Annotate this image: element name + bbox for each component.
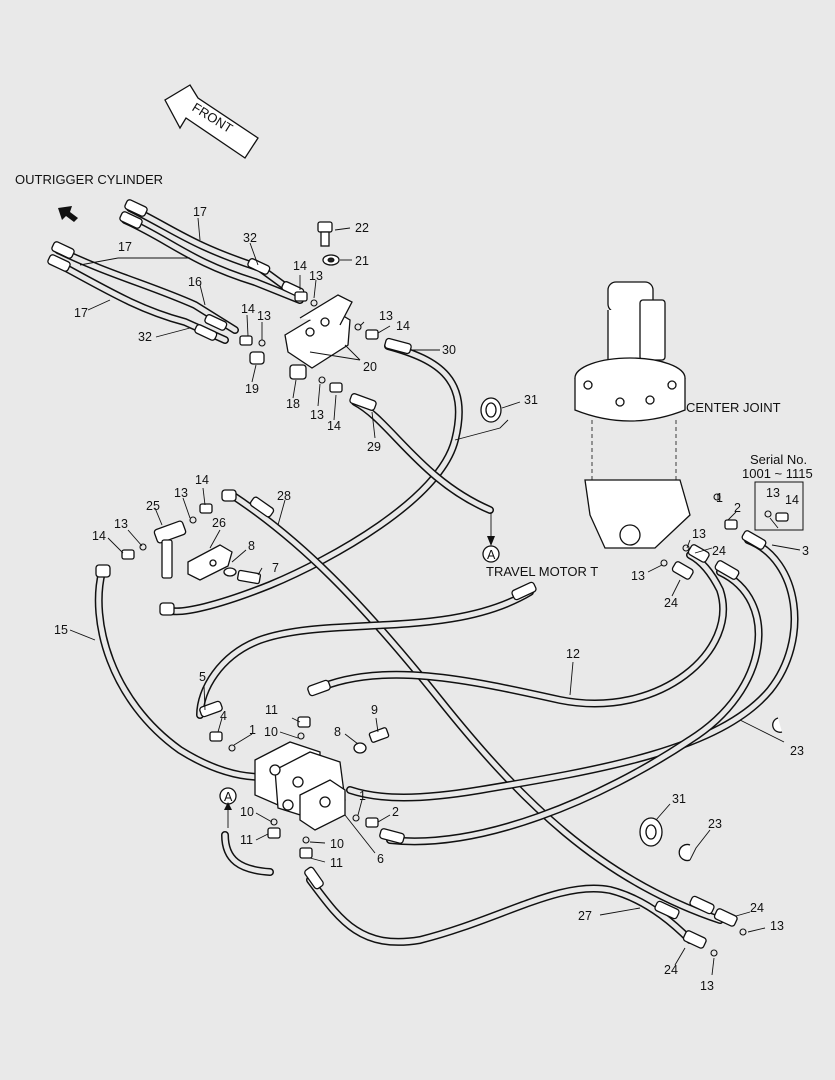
serial-range: 1001 ~ 1115 xyxy=(742,466,813,481)
callout: 9 xyxy=(371,703,378,717)
callout: 14 xyxy=(241,302,255,316)
clip-23-lower xyxy=(678,843,691,862)
callout: 11 xyxy=(330,856,343,870)
callout: 20 xyxy=(363,360,377,374)
callout: 14 xyxy=(396,319,410,333)
callout: 19 xyxy=(245,382,259,396)
callout: 13 xyxy=(631,569,645,583)
callout: 1 xyxy=(716,491,723,505)
clip-23-right xyxy=(772,717,783,733)
callout: 25 xyxy=(146,499,160,513)
callout: 12 xyxy=(566,647,580,661)
callout: 31 xyxy=(672,792,686,806)
callout: 17 xyxy=(193,205,207,219)
washer-21 xyxy=(322,254,340,266)
callout: 5 xyxy=(199,670,206,684)
callout: 8 xyxy=(248,539,255,553)
center-joint xyxy=(574,281,691,549)
serial-title: Serial No. xyxy=(750,452,807,467)
grommet-31-upper xyxy=(480,397,502,423)
callout: 17 xyxy=(118,240,132,254)
ref-a-bottom: A xyxy=(219,787,237,828)
center-joint-label: CENTER JOINT xyxy=(686,400,781,415)
bolt-7 xyxy=(223,567,262,585)
callout: 24 xyxy=(664,596,678,610)
callout: 14 xyxy=(785,493,799,507)
outrigger-direction-icon xyxy=(58,206,78,222)
svg-text:A: A xyxy=(487,548,496,562)
callout: 17 xyxy=(74,306,88,320)
hose-fittings xyxy=(47,199,767,949)
callout: 32 xyxy=(138,330,152,344)
bolt-22 xyxy=(317,221,333,247)
ref-a-top: A xyxy=(482,512,500,563)
tee-fitting-25 xyxy=(153,520,187,579)
callout: 13 xyxy=(257,309,271,323)
small-fittings xyxy=(121,291,747,957)
callout: 1 xyxy=(249,723,256,737)
callout: 27 xyxy=(578,909,592,923)
callout: 13 xyxy=(379,309,393,323)
front-arrow: FRONT xyxy=(164,84,259,159)
callout: 13 xyxy=(700,979,714,993)
callout: 10 xyxy=(264,725,278,739)
callout-numbers: 22 21 17 32 14 13 17 16 14 13 13 14 17 3… xyxy=(54,205,809,993)
upper-bracket xyxy=(249,294,353,380)
callout: 24 xyxy=(750,901,764,915)
callout: 10 xyxy=(240,805,254,819)
callout: 18 xyxy=(286,397,300,411)
callout: 31 xyxy=(524,393,538,407)
hoses xyxy=(51,204,799,946)
serial-box xyxy=(754,481,804,531)
callout: 13 xyxy=(174,486,188,500)
callout: 1 xyxy=(359,789,366,803)
callout: 13 xyxy=(114,517,128,531)
callout: 28 xyxy=(277,489,291,503)
callout: 30 xyxy=(442,343,456,357)
valve-block-6 xyxy=(254,741,346,831)
callout: 11 xyxy=(240,833,253,847)
callout: 32 xyxy=(243,231,257,245)
callout: 13 xyxy=(692,527,706,541)
outrigger-cylinder-label: OUTRIGGER CYLINDER xyxy=(15,172,163,187)
callout: 2 xyxy=(734,501,741,515)
callout: 24 xyxy=(664,963,678,977)
callout: 3 xyxy=(802,544,809,558)
callout: 11 xyxy=(265,703,278,717)
callout: 13 xyxy=(766,486,780,500)
callout: 10 xyxy=(330,837,344,851)
callout: 14 xyxy=(92,529,106,543)
callout: 21 xyxy=(355,254,369,268)
callout: 2 xyxy=(392,805,399,819)
leader-lines xyxy=(69,217,801,976)
callout: 23 xyxy=(708,817,722,831)
callout: 4 xyxy=(220,709,227,723)
callout: 14 xyxy=(293,259,307,273)
callout: 13 xyxy=(770,919,784,933)
callout: 29 xyxy=(367,440,381,454)
callout: 14 xyxy=(327,419,341,433)
callout: 8 xyxy=(334,725,341,739)
clamp-26 xyxy=(187,544,233,581)
callout: 14 xyxy=(195,473,209,487)
grommet-31-lower xyxy=(639,817,663,847)
callout: 15 xyxy=(54,623,68,637)
callout: 13 xyxy=(309,269,323,283)
callout: 7 xyxy=(272,561,279,575)
svg-text:A: A xyxy=(224,790,233,804)
callout: 13 xyxy=(310,408,324,422)
callout: 24 xyxy=(712,544,726,558)
callout: 23 xyxy=(790,744,804,758)
callout: 6 xyxy=(377,852,384,866)
travel-motor-label: TRAVEL MOTOR T xyxy=(486,564,598,579)
callout: 22 xyxy=(355,221,369,235)
callout: 16 xyxy=(188,275,202,289)
callout: 26 xyxy=(212,516,226,530)
